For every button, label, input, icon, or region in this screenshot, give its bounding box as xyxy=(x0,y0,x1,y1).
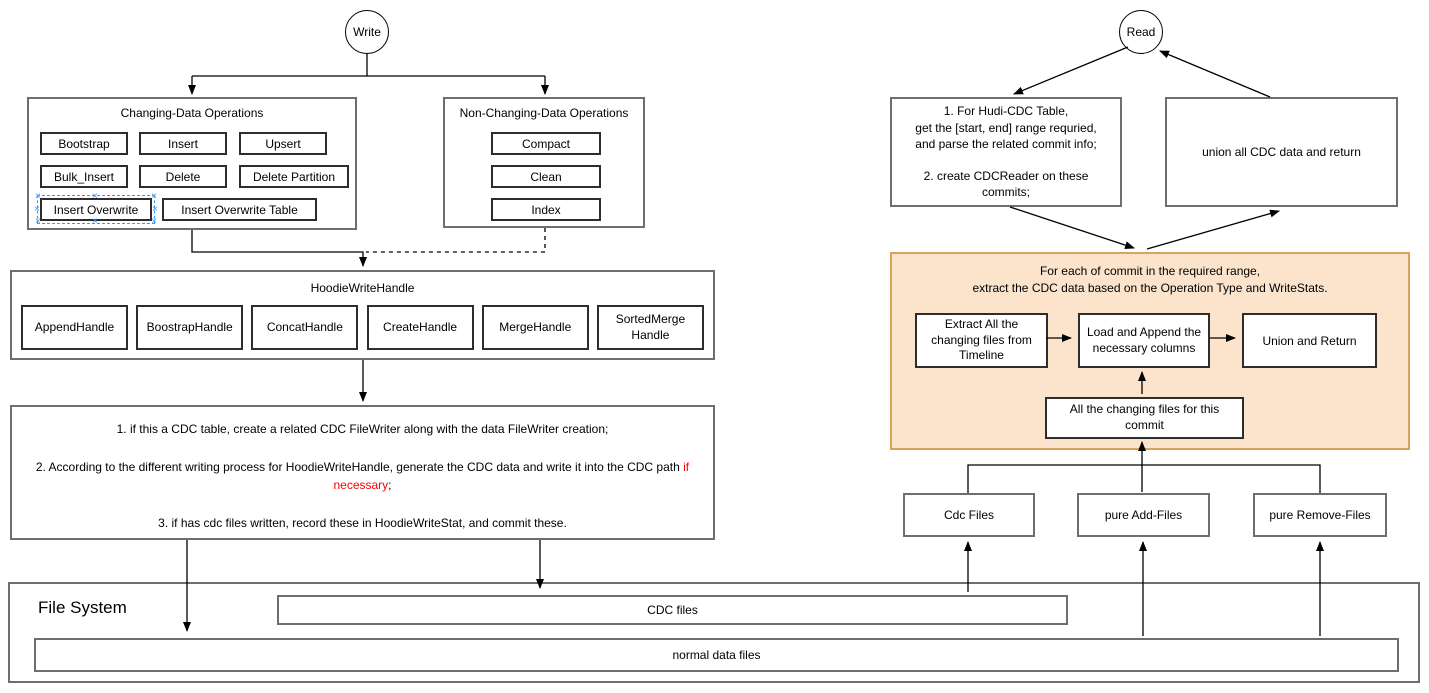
hoodie-write-handle-title: HoodieWriteHandle xyxy=(310,281,415,295)
selection-handle[interactable]: × xyxy=(151,216,157,227)
op-delete[interactable]: Delete xyxy=(139,165,227,188)
note-highlight: if necessary xyxy=(333,460,690,492)
file-system-group[interactable]: File System CDC files normal data files xyxy=(8,582,1420,683)
union-and-return-box[interactable]: Union and Return xyxy=(1242,313,1377,368)
write-node-label: Write xyxy=(353,25,381,39)
boostrap-handle-box[interactable]: BoostrapHandle xyxy=(136,305,244,350)
concat-handle-box[interactable]: ConcatHandle xyxy=(251,305,359,350)
cdc-files-store[interactable]: CDC files xyxy=(277,595,1068,625)
merge-handle-box[interactable]: MergeHandle xyxy=(481,305,589,350)
note-1: 1. if this a CDC table, create a related… xyxy=(116,422,609,436)
selection-handle[interactable]: × xyxy=(34,204,40,215)
read-step1-box[interactable]: 1. For Hudi-CDC Table, get the [start, e… xyxy=(890,97,1122,207)
op-upsert[interactable]: Upsert xyxy=(239,132,327,155)
non-changing-data-operations-group[interactable]: Non-Changing-Data Operations Compact Cle… xyxy=(443,97,645,228)
write-node[interactable]: Write xyxy=(345,10,389,54)
selection-handle[interactable]: × xyxy=(35,216,41,227)
pure-remove-files-box[interactable]: pure Remove-Files xyxy=(1253,493,1387,537)
load-append-columns-box[interactable]: Load and Append the necessary columns xyxy=(1078,313,1210,368)
normal-data-files-store[interactable]: normal data files xyxy=(34,638,1399,672)
cdc-files-type-box[interactable]: Cdc Files xyxy=(903,493,1035,537)
extract-changing-files-box[interactable]: Extract All the changing files from Time… xyxy=(915,313,1048,368)
create-handle-box[interactable]: CreateHandle xyxy=(366,305,474,350)
hoodie-write-handle-group[interactable]: HoodieWriteHandle AppendHandle BoostrapH… xyxy=(10,270,715,360)
op-insert-overwrite-table[interactable]: Insert Overwrite Table xyxy=(162,198,317,221)
selection-handle[interactable]: × xyxy=(35,191,41,202)
sorted-merge-handle-box[interactable]: SortedMerge Handle xyxy=(596,305,704,350)
read-node[interactable]: Read xyxy=(1119,10,1163,54)
selection-handle[interactable]: × xyxy=(152,204,158,215)
cdc-write-notes-box[interactable]: 1. if this a CDC table, create a related… xyxy=(10,405,715,540)
op-insert[interactable]: Insert xyxy=(139,132,227,155)
note-3: 3. if has cdc files written, record thes… xyxy=(158,516,567,531)
per-commit-title: For each of commit in the required range… xyxy=(972,264,1328,296)
op-bulk-insert[interactable]: Bulk_Insert xyxy=(40,165,128,188)
op-index[interactable]: Index xyxy=(491,198,601,221)
file-system-title: File System xyxy=(38,598,127,617)
selection-handle[interactable]: × xyxy=(92,216,98,227)
handle-row: AppendHandle BoostrapHandle ConcatHandle… xyxy=(21,305,704,350)
changing-data-operations-title: Changing-Data Operations xyxy=(120,106,264,120)
read-node-label: Read xyxy=(1126,25,1156,39)
note-2: 2. According to the different writing pr… xyxy=(35,460,690,492)
append-handle-box[interactable]: AppendHandle xyxy=(21,305,128,350)
op-clean[interactable]: Clean xyxy=(491,165,601,188)
op-delete-partition[interactable]: Delete Partition xyxy=(239,165,349,188)
union-all-cdc-box[interactable]: union all CDC data and return xyxy=(1165,97,1398,207)
non-changing-data-operations-title: Non-Changing-Data Operations xyxy=(459,106,629,120)
per-commit-box[interactable]: For each of commit in the required range… xyxy=(890,252,1410,450)
changing-files-for-commit-box[interactable]: All the changing files for this commit xyxy=(1045,397,1244,439)
op-compact[interactable]: Compact xyxy=(491,132,601,155)
selection-handle[interactable]: × xyxy=(151,191,157,202)
pure-add-files-box[interactable]: pure Add-Files xyxy=(1077,493,1210,537)
op-bootstrap[interactable]: Bootstrap xyxy=(40,132,128,155)
changing-data-operations-group[interactable]: Changing-Data Operations Bootstrap Inser… xyxy=(27,97,357,230)
op-insert-overwrite[interactable]: Insert Overwrite × × × × × × × × xyxy=(34,191,158,227)
selection-handle[interactable]: × xyxy=(92,191,98,202)
